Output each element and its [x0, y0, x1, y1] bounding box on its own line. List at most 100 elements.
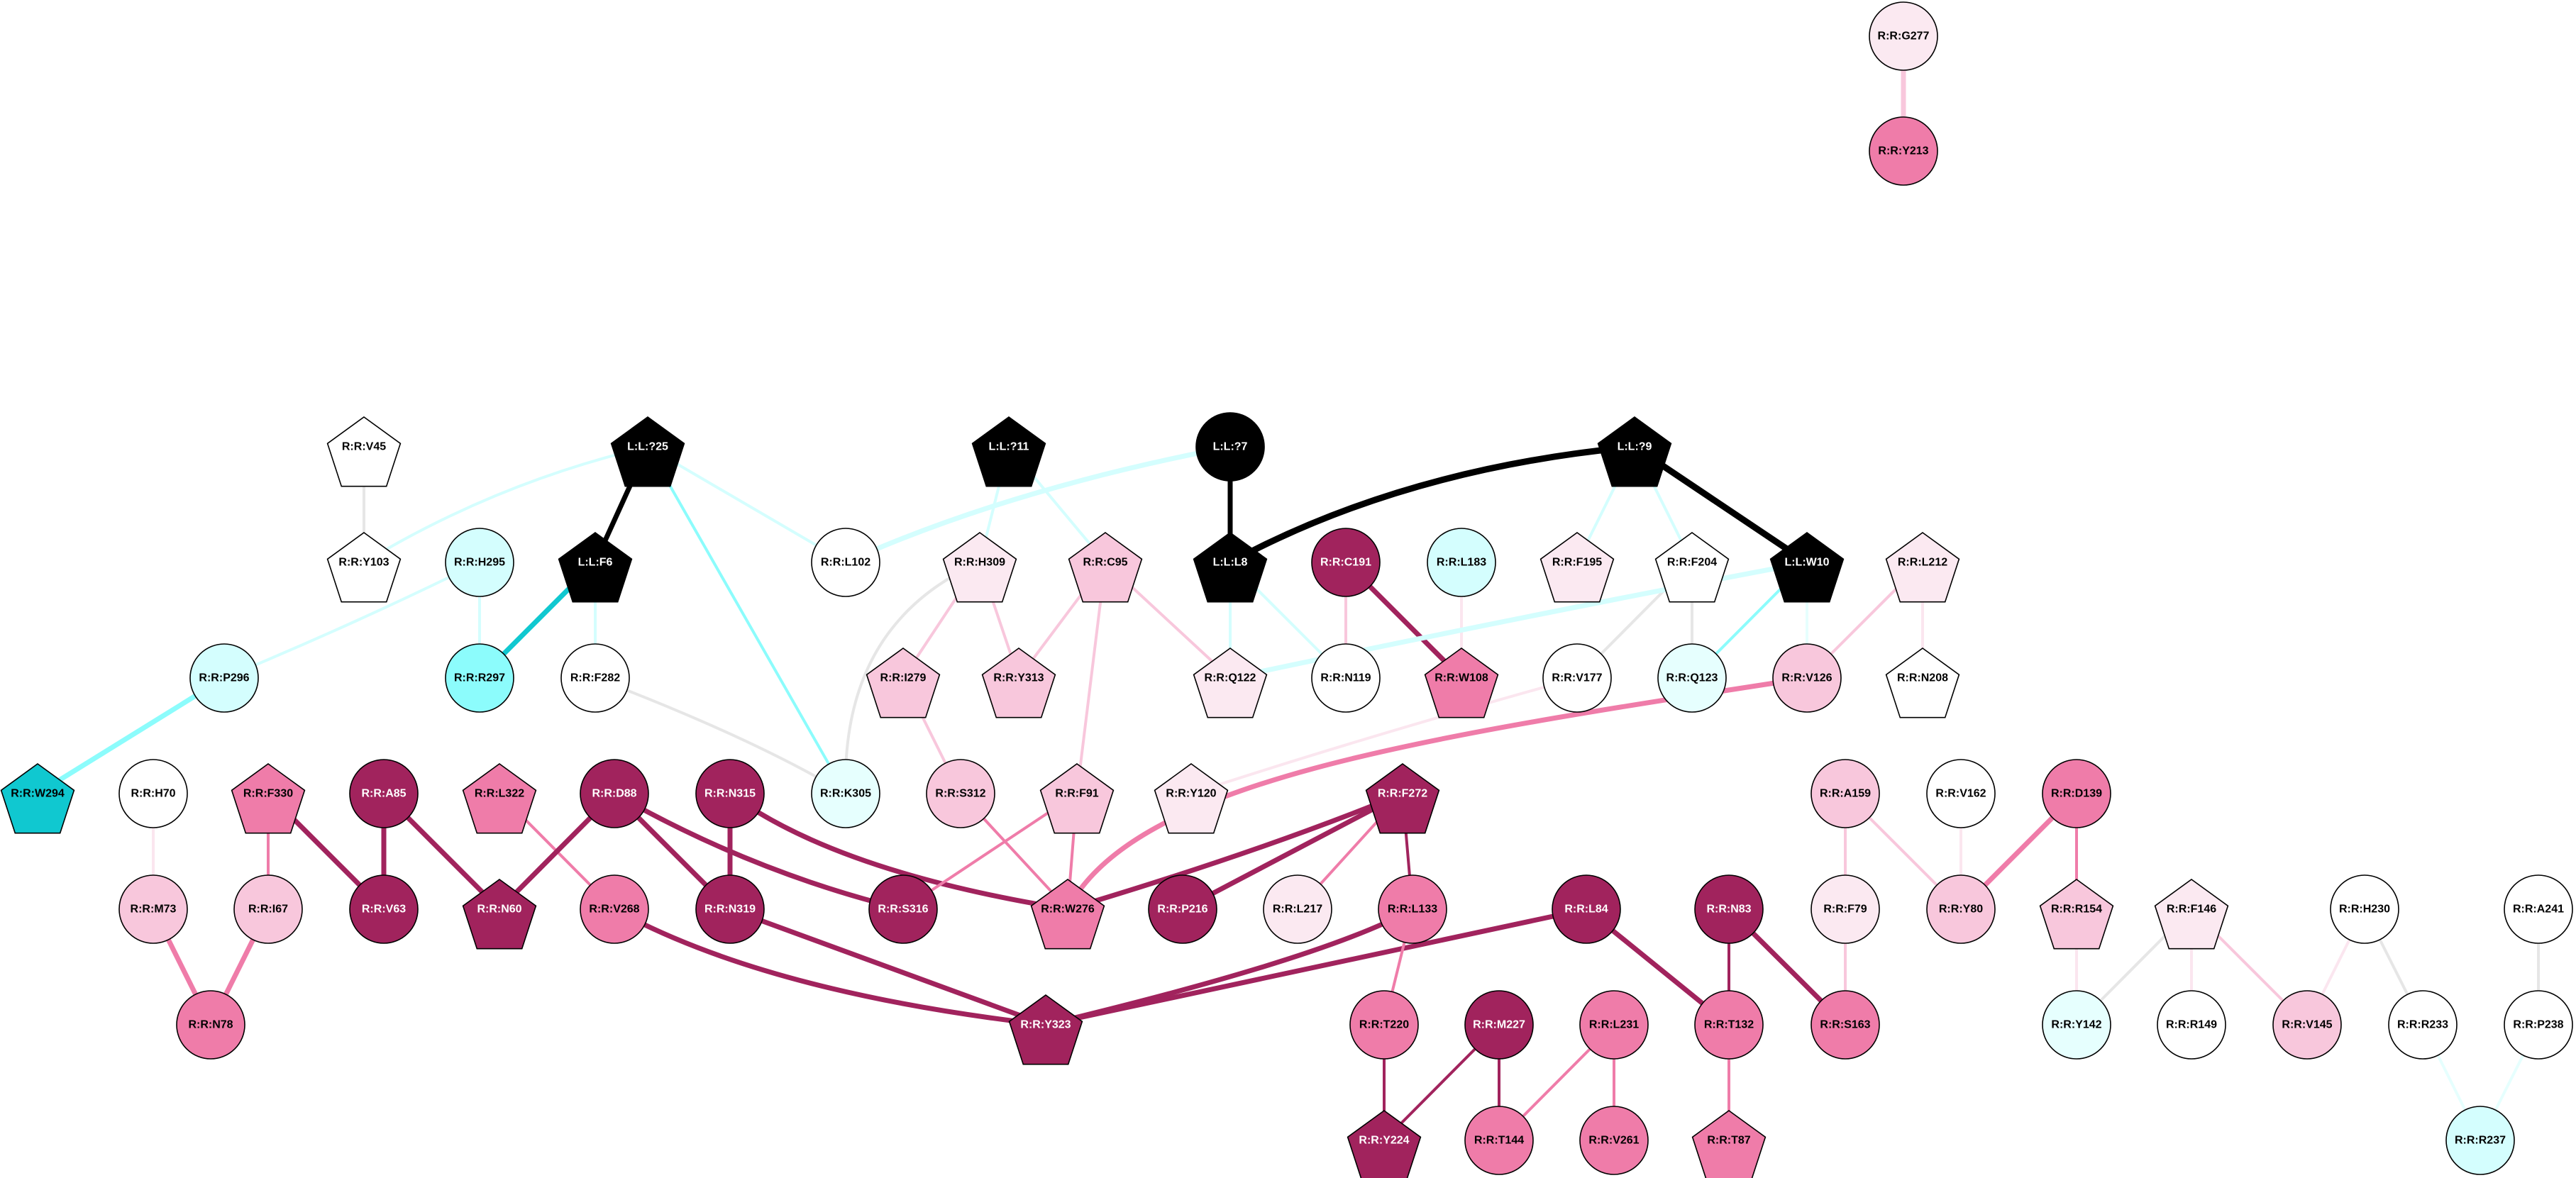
circle-node-shape[interactable]: [1378, 874, 1447, 944]
pentagon-node-shape[interactable]: [1008, 994, 1083, 1065]
node-r-r-v63[interactable]: R:R:V63: [349, 874, 419, 944]
pentagon-node-shape[interactable]: [981, 648, 1056, 718]
circle-node-shape[interactable]: [176, 990, 245, 1060]
pentagon-node-shape[interactable]: [1539, 532, 1615, 603]
node-r-r-l102[interactable]: R:R:L102: [811, 528, 880, 597]
circle-node-shape[interactable]: [1148, 874, 1217, 944]
circle-node-shape[interactable]: [1772, 643, 1842, 713]
circle-node-shape[interactable]: [1926, 759, 1996, 828]
pentagon-node-shape[interactable]: [1365, 763, 1440, 834]
circle-node-shape[interactable]: [2445, 1106, 2515, 1175]
circle-node-shape[interactable]: [1657, 643, 1727, 713]
node-r-r-t220[interactable]: R:R:T220: [1349, 990, 1419, 1060]
node-r-r-d139[interactable]: R:R:D139: [2042, 759, 2111, 828]
node-r-r-r233[interactable]: R:R:R233: [2388, 990, 2458, 1060]
node-r-r-v126[interactable]: R:R:V126: [1772, 643, 1842, 713]
circle-node-shape[interactable]: [1263, 874, 1332, 944]
circle-node-shape[interactable]: [1542, 643, 1612, 713]
pentagon-node-shape[interactable]: [0, 763, 75, 834]
node-r-r-v261[interactable]: R:R:V261: [1579, 1106, 1649, 1175]
node-r-r-v177[interactable]: R:R:V177: [1542, 643, 1612, 713]
node-r-r-r297[interactable]: R:R:R297: [445, 643, 514, 713]
node-r-r-a241[interactable]: R:R:A241: [2504, 874, 2573, 944]
circle-node-shape[interactable]: [811, 759, 880, 828]
pentagon-node-shape[interactable]: [1039, 763, 1115, 834]
node-r-r-l84[interactable]: R:R:L84: [1552, 874, 1621, 944]
circle-node-shape[interactable]: [1552, 874, 1621, 944]
node-r-r-t144[interactable]: R:R:T144: [1464, 1106, 1534, 1175]
circle-node-shape[interactable]: [1694, 990, 1764, 1060]
circle-node-shape[interactable]: [233, 874, 303, 944]
pentagon-node-shape[interactable]: [1030, 879, 1105, 950]
pentagon-node-shape[interactable]: [462, 879, 537, 950]
circle-node-shape[interactable]: [1311, 528, 1381, 597]
pentagon-node-shape[interactable]: [971, 416, 1046, 487]
circle-node-shape[interactable]: [445, 643, 514, 713]
pentagon-node-shape[interactable]: [942, 532, 1017, 603]
pentagon-node-shape[interactable]: [558, 532, 633, 603]
node-r-r-h295[interactable]: R:R:H295: [445, 528, 514, 597]
circle-node-shape[interactable]: [2042, 759, 2111, 828]
pentagon-node-shape[interactable]: [326, 532, 402, 603]
node-r-r-y142[interactable]: R:R:Y142: [2042, 990, 2111, 1060]
node-r-r-p296[interactable]: R:R:P296: [189, 643, 259, 713]
node-r-r-f79[interactable]: R:R:F79: [1811, 874, 1880, 944]
pentagon-node-shape[interactable]: [1769, 532, 1845, 603]
pentagon-node-shape[interactable]: [1654, 532, 1730, 603]
node-r-r-s316[interactable]: R:R:S316: [868, 874, 938, 944]
node-r-r-l217[interactable]: R:R:L217: [1263, 874, 1332, 944]
circle-node-shape[interactable]: [189, 643, 259, 713]
node-r-r-m227[interactable]: R:R:M227: [1464, 990, 1534, 1060]
circle-node-shape[interactable]: [445, 528, 514, 597]
circle-node-shape[interactable]: [1811, 874, 1880, 944]
circle-node-shape[interactable]: [2272, 990, 2342, 1060]
pentagon-node-shape[interactable]: [1597, 416, 1672, 487]
pentagon-node-shape[interactable]: [231, 763, 306, 834]
circle-node-shape[interactable]: [2504, 990, 2573, 1060]
circle-node-shape[interactable]: [1926, 874, 1996, 944]
node-l-l-7[interactable]: L:L:?7: [1195, 412, 1265, 482]
circle-node-shape[interactable]: [1464, 990, 1534, 1060]
circle-node-shape[interactable]: [1579, 990, 1649, 1060]
node-r-r-n319[interactable]: R:R:N319: [695, 874, 765, 944]
circle-node-shape[interactable]: [2504, 874, 2573, 944]
circle-node-shape[interactable]: [811, 528, 880, 597]
node-r-r-q123[interactable]: R:R:Q123: [1657, 643, 1727, 713]
circle-node-shape[interactable]: [695, 759, 765, 828]
node-r-r-s163[interactable]: R:R:S163: [1811, 990, 1880, 1060]
node-r-r-v145[interactable]: R:R:V145: [2272, 990, 2342, 1060]
node-r-r-n83[interactable]: R:R:N83: [1694, 874, 1764, 944]
node-r-r-l133[interactable]: R:R:L133: [1378, 874, 1447, 944]
circle-node-shape[interactable]: [349, 759, 419, 828]
pentagon-node-shape[interactable]: [1424, 648, 1499, 718]
node-r-r-m73[interactable]: R:R:M73: [118, 874, 188, 944]
pentagon-node-shape[interactable]: [866, 648, 941, 718]
circle-node-shape[interactable]: [2388, 990, 2458, 1060]
circle-node-shape[interactable]: [1349, 990, 1419, 1060]
node-r-r-p238[interactable]: R:R:P238: [2504, 990, 2573, 1060]
node-r-r-p216[interactable]: R:R:P216: [1148, 874, 1217, 944]
node-r-r-a159[interactable]: R:R:A159: [1811, 759, 1880, 828]
circle-node-shape[interactable]: [868, 874, 938, 944]
node-r-r-a85[interactable]: R:R:A85: [349, 759, 419, 828]
circle-node-shape[interactable]: [1464, 1106, 1534, 1175]
node-r-r-s312[interactable]: R:R:S312: [926, 759, 995, 828]
pentagon-node-shape[interactable]: [1885, 532, 1960, 603]
circle-node-shape[interactable]: [1869, 116, 1938, 186]
circle-node-shape[interactable]: [1694, 874, 1764, 944]
node-r-r-h70[interactable]: R:R:H70: [118, 759, 188, 828]
circle-node-shape[interactable]: [1311, 643, 1381, 713]
pentagon-node-shape[interactable]: [1691, 1110, 1767, 1178]
node-r-r-g277[interactable]: R:R:G277: [1869, 1, 1938, 71]
circle-node-shape[interactable]: [2157, 990, 2226, 1060]
circle-node-shape[interactable]: [2042, 990, 2111, 1060]
node-r-r-k305[interactable]: R:R:K305: [811, 759, 880, 828]
circle-node-shape[interactable]: [560, 643, 630, 713]
pentagon-node-shape[interactable]: [1193, 532, 1268, 603]
pentagon-node-shape[interactable]: [1154, 763, 1229, 834]
circle-node-shape[interactable]: [349, 874, 419, 944]
circle-node-shape[interactable]: [1579, 1106, 1649, 1175]
circle-node-shape[interactable]: [1869, 1, 1938, 71]
circle-node-shape[interactable]: [118, 759, 188, 828]
node-r-r-v162[interactable]: R:R:V162: [1926, 759, 1996, 828]
